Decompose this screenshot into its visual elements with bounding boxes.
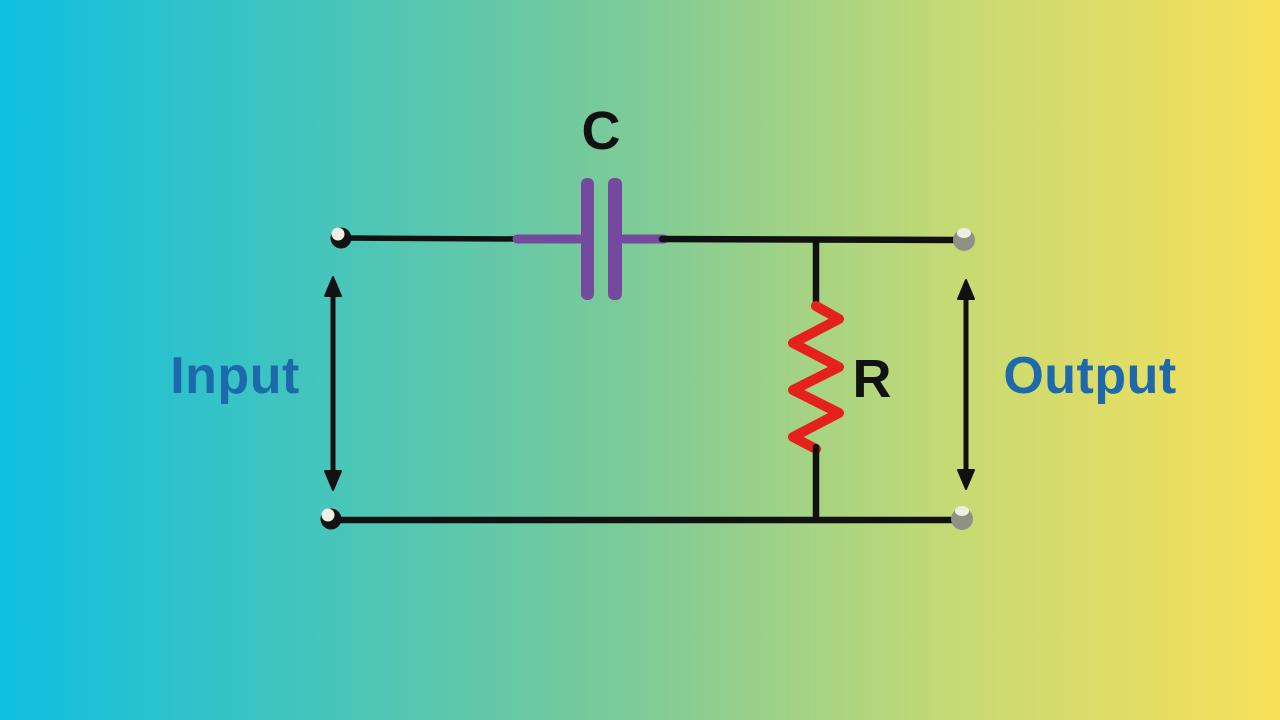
resistor-label: R (852, 349, 892, 409)
output-arrow (957, 279, 975, 490)
output-label: Output (1003, 347, 1177, 405)
input-label: Input (170, 347, 300, 405)
terminal-input-bottom (320, 508, 342, 530)
capacitor-label: C (581, 101, 621, 161)
terminal-output-top (953, 228, 975, 251)
top-wire-right (658, 235, 959, 244)
resistor-zigzag (788, 301, 844, 454)
capacitor-plate-left (581, 178, 594, 300)
input-arrow (324, 276, 342, 491)
top-wire-left (345, 235, 522, 242)
capacitor-plate-right (608, 178, 622, 300)
terminal-input-top (330, 227, 352, 249)
terminal-output-bottom (951, 506, 973, 530)
